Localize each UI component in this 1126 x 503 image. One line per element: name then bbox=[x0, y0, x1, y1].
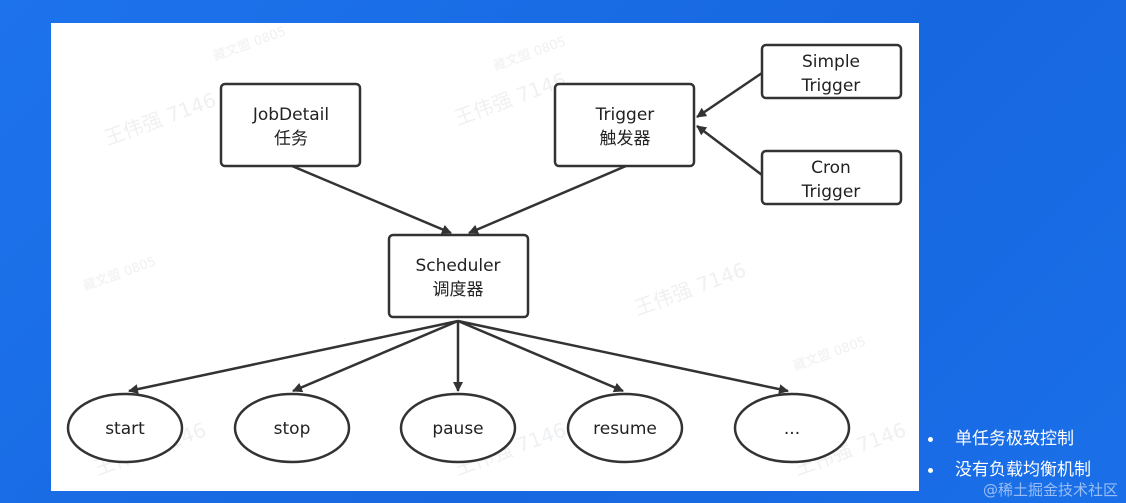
jobdetail-label: JobDetail bbox=[252, 105, 329, 125]
more-node: ... bbox=[733, 392, 851, 464]
scheduler-node: Scheduler 调度器 bbox=[387, 233, 530, 319]
bullet-text: 没有负载均衡机制 bbox=[955, 460, 1091, 480]
scheduler-label: Scheduler bbox=[415, 256, 500, 276]
more-label: ... bbox=[784, 419, 800, 439]
edge-scheduler-start bbox=[128, 319, 459, 395]
pause-node: pause bbox=[399, 392, 517, 464]
simple-trigger-label: Simple bbox=[802, 52, 860, 72]
cron-trigger-sublabel: Trigger bbox=[801, 182, 861, 202]
trigger-label: Trigger bbox=[595, 105, 655, 125]
diagram-panel: 王伟强 7146 王伟强 7146 王伟强 7146 王伟强 7146 王伟强 … bbox=[51, 23, 919, 491]
bullet-text: 单任务极致控制 bbox=[955, 429, 1074, 449]
bullet-list: 单任务极致控制 没有负载均衡机制 bbox=[928, 424, 1091, 486]
edge-scheduler-more bbox=[457, 319, 789, 395]
edge-trigger-scheduler bbox=[468, 164, 627, 235]
jobdetail-node: JobDetail 任务 bbox=[219, 82, 362, 168]
cron-trigger-node: Cron Trigger bbox=[760, 149, 903, 206]
simple-trigger-node: Simple Trigger bbox=[760, 43, 903, 100]
bullet-item: 单任务极致控制 bbox=[928, 424, 1091, 455]
edge-scheduler-resume bbox=[457, 319, 624, 393]
pause-label: pause bbox=[432, 419, 483, 439]
cron-trigger-label: Cron bbox=[811, 158, 851, 178]
edge-jobdetail-scheduler bbox=[291, 164, 452, 235]
start-label: start bbox=[105, 419, 145, 439]
start-node: start bbox=[66, 392, 184, 464]
trigger-sublabel: 触发器 bbox=[600, 129, 651, 149]
resume-node: resume bbox=[566, 392, 684, 464]
scheduler-sublabel: 调度器 bbox=[433, 280, 484, 300]
stop-label: stop bbox=[274, 419, 311, 439]
bullet-dot-icon bbox=[928, 468, 933, 473]
source-credit: @稀土掘金技术社区 bbox=[982, 481, 1118, 499]
bullet-dot-icon bbox=[928, 437, 933, 442]
edge-scheduler-stop bbox=[292, 319, 459, 393]
scheduler-diagram: JobDetail 任务 Trigger 触发器 Simple Trigger … bbox=[66, 43, 903, 464]
bullet-item: 没有负载均衡机制 bbox=[928, 455, 1091, 486]
stop-node: stop bbox=[233, 392, 351, 464]
edge-simple-trigger bbox=[696, 71, 763, 119]
edge-cron-trigger bbox=[696, 125, 763, 176]
trigger-node: Trigger 触发器 bbox=[553, 82, 696, 168]
simple-trigger-sublabel: Trigger bbox=[801, 76, 861, 96]
jobdetail-sublabel: 任务 bbox=[274, 129, 308, 149]
resume-label: resume bbox=[593, 419, 657, 439]
